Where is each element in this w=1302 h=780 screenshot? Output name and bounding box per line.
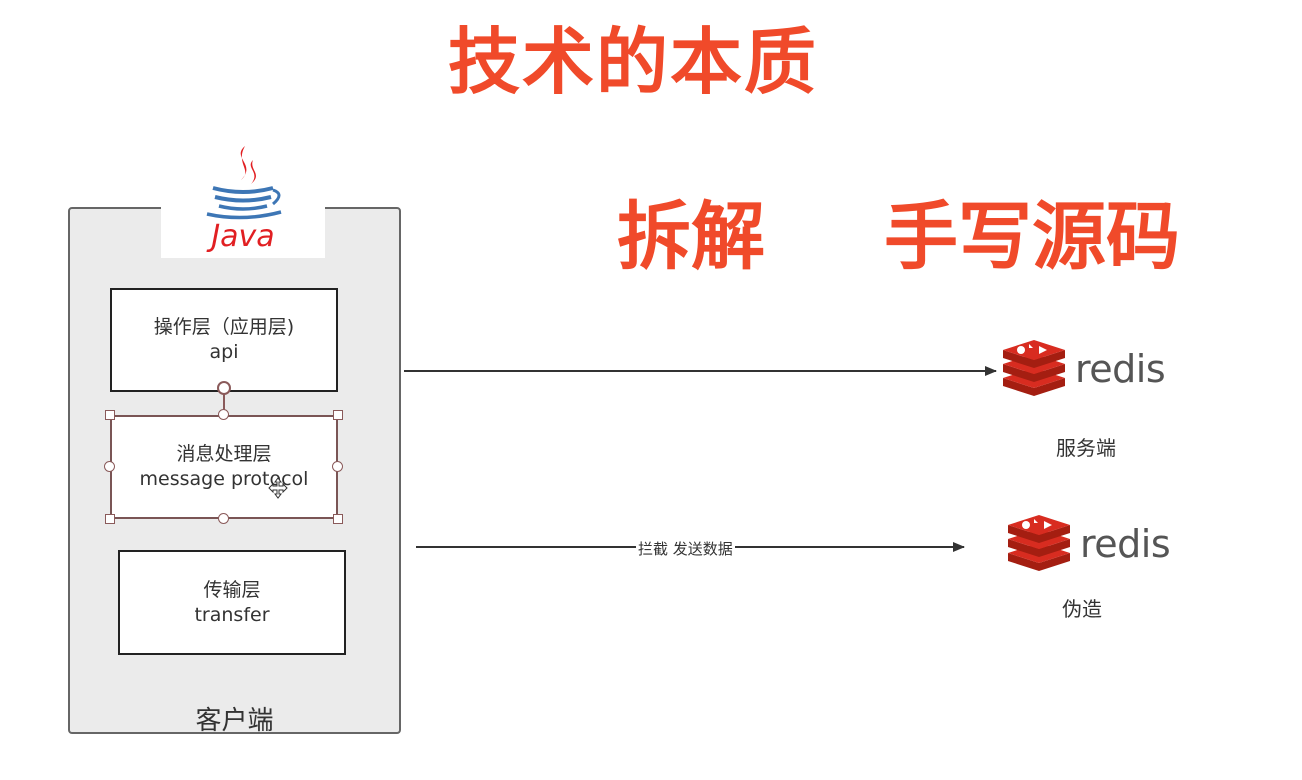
layer-api-subtitle: api: [209, 341, 239, 363]
layer-transfer-subtitle: transfer: [194, 603, 270, 626]
resize-handle-top-right[interactable]: [333, 410, 343, 420]
connector-handle[interactable]: [217, 381, 231, 395]
redis-stack-icon: [1008, 515, 1070, 571]
java-logo: Java: [161, 142, 325, 258]
layer-transfer-box[interactable]: 传输层 transfer: [118, 550, 346, 655]
layer-message-box[interactable]: 消息处理层 message protocol: [110, 415, 338, 519]
subtitle-dismantle: 拆解: [617, 194, 765, 280]
main-title: 技术的本质: [448, 20, 819, 104]
redis-fake-text: redis: [1080, 522, 1171, 566]
redis-server-logo: redis: [999, 340, 1166, 398]
layer-message-subtitle: message protocol: [139, 468, 309, 490]
resize-handle-top[interactable]: [218, 409, 229, 420]
java-cup-icon: Java: [206, 146, 282, 254]
layer-connector-line: [223, 393, 225, 415]
fake-caption: 伪造: [1062, 597, 1102, 621]
resize-handle-left[interactable]: [104, 461, 115, 472]
redis-server-text: redis: [1075, 347, 1166, 391]
layer-transfer-title: 传输层: [203, 578, 261, 601]
server-caption: 服务端: [1056, 436, 1116, 460]
layer-api-title: 操作层（应用层): [153, 316, 295, 338]
resize-handle-top-left[interactable]: [105, 410, 115, 420]
client-label: 客户端: [195, 706, 274, 736]
layer-api-box[interactable]: 操作层（应用层) api: [110, 288, 338, 392]
java-logo-text: Java: [206, 219, 274, 254]
resize-handle-right[interactable]: [332, 461, 343, 472]
redis-fake-logo: redis: [1004, 515, 1171, 573]
layer-message-title: 消息处理层: [176, 443, 272, 465]
redis-stack-icon: [1003, 340, 1065, 396]
resize-handle-bottom-left[interactable]: [105, 514, 115, 524]
edge-label-intercept: 拦截 发送数据: [636, 538, 735, 559]
move-cursor-icon: [268, 477, 288, 499]
resize-handle-bottom[interactable]: [218, 513, 229, 524]
subtitle-handwrite-source: 手写源码: [884, 194, 1180, 280]
resize-handle-bottom-right[interactable]: [333, 514, 343, 524]
